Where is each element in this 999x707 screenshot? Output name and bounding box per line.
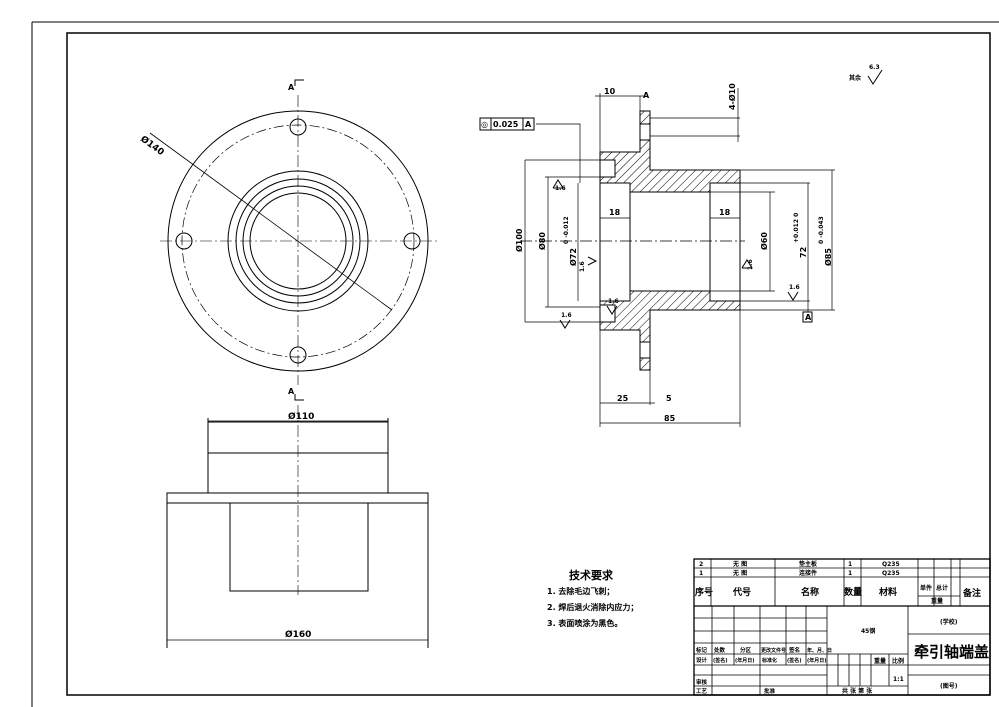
top-view (149, 79, 440, 401)
header-qty: 数量 (844, 586, 862, 598)
dim-d85-tol: 0 -0.043 (818, 216, 825, 244)
tolerance-symbol: ◎ (481, 120, 488, 129)
rev-header: 标记 (695, 646, 708, 654)
dim-72: 72 (799, 247, 808, 258)
tech-req-item: 3. 表面喷涂为黑色。 (547, 618, 622, 628)
tolerance-datum: A (525, 120, 532, 129)
school: (学校) (940, 618, 958, 626)
design-cell: 标准化 (761, 657, 777, 664)
header-total: 总计 (936, 584, 948, 592)
dim-d140: Ø140 (138, 134, 166, 158)
design-cell: 设计 (696, 656, 708, 664)
section-view (479, 69, 883, 427)
roughness-2: 1.6 (579, 261, 586, 272)
rev-header: 年、月、日 (807, 647, 832, 654)
dim-85: 85 (664, 414, 676, 423)
process-label: 工艺 (696, 687, 708, 695)
weight-label: 重量 (874, 657, 886, 665)
part-material: Q235 (882, 561, 900, 568)
header-no: 序号 (695, 586, 713, 598)
dim-d160: Ø160 (285, 629, 311, 640)
part-name: 垫主板 (799, 560, 818, 568)
dim-d60: Ø60 (759, 232, 769, 250)
header-code: 代号 (732, 586, 751, 598)
tech-req-item: 1. 去除毛边飞刺； (547, 586, 614, 597)
dim-72-tol: +0.012 0 (793, 213, 800, 243)
dim-d100: Ø100 (514, 228, 524, 252)
roughness-3: 1.6 (608, 298, 619, 305)
part-no: 2 (699, 561, 703, 568)
dim-holes: 4-Ø10 (727, 83, 737, 110)
roughness-rest-value: 6.3 (869, 64, 880, 71)
header-single: 单件 (920, 584, 932, 592)
scale-label: 比例 (892, 657, 904, 665)
part-title: 牵引轴端盖 (914, 643, 989, 661)
material: 45钢 (861, 627, 875, 635)
dim-25: 25 (617, 394, 629, 403)
roughness-1: 1.6 (555, 185, 566, 192)
roughness-6: 1.6 (789, 284, 800, 291)
drawing-frame (66, 32, 991, 696)
approve-label: 批准 (764, 687, 776, 695)
header-weight: 重量 (931, 597, 943, 605)
rev-header: 处数 (713, 646, 726, 654)
section-label: A (643, 91, 650, 100)
dim-18-right: 18 (719, 208, 731, 217)
tech-req-title: 技术要求 (569, 568, 614, 582)
part-code: 无 图 (732, 569, 747, 577)
dim-d72: Ø72 (568, 248, 578, 266)
roughness-rest-label: 其余 (849, 74, 862, 82)
scale-value: 1:1 (893, 676, 904, 683)
dim-d85: Ø85 (823, 248, 833, 266)
rev-header: 更改文件号 (761, 647, 786, 654)
rev-header: 签名 (788, 646, 800, 654)
design-cell: (签名) (787, 657, 802, 664)
section-label-top: A (288, 83, 295, 92)
header-name: 名称 (801, 586, 819, 598)
roughness-5: 1.6 (747, 259, 754, 270)
dim-18-left: 18 (609, 208, 621, 217)
roughness-4: 1.6 (561, 312, 572, 319)
part-code: 无 图 (732, 560, 747, 568)
datum-label: A (805, 313, 812, 322)
part-qty: 1 (848, 570, 852, 577)
sheet-count: 共 张 第 张 (842, 687, 873, 695)
dim-d110: Ø110 (288, 411, 314, 422)
dim-d80: Ø80 (537, 232, 547, 250)
part-material: Q235 (882, 570, 900, 577)
drawing-number: (图号) (940, 682, 958, 690)
revision-block: 标记 处数 分区 更改文件号 签名 年、月、日 设计 (签名) (年月日) 标准… (695, 646, 832, 695)
part-name: 连接件 (799, 569, 817, 577)
dim-5: 5 (666, 394, 672, 403)
rev-header: 分区 (740, 646, 752, 654)
part-qty: 1 (848, 561, 852, 568)
dim-d72-tol: 0 -0.012 (563, 216, 570, 244)
design-cell: (签名) (713, 657, 728, 664)
tolerance-value: 0.025 (493, 120, 519, 129)
dim-10: 10 (604, 87, 616, 96)
header-material: 材料 (878, 586, 897, 598)
design-cell: (年月日) (735, 657, 755, 664)
front-view (166, 405, 429, 648)
review-label: 审核 (696, 678, 708, 686)
parts-list: 2 无 图 垫主板 1 Q235 1 无 图 连接件 1 Q235 序号 代号 … (695, 560, 981, 605)
title-block (693, 558, 991, 696)
design-cell: (年月日) (807, 657, 827, 664)
tech-req-item: 2. 焊后退火消除内应力； (547, 602, 638, 613)
part-no: 1 (699, 570, 703, 577)
header-remark: 备注 (962, 587, 981, 599)
section-label-bottom: A (288, 387, 295, 396)
